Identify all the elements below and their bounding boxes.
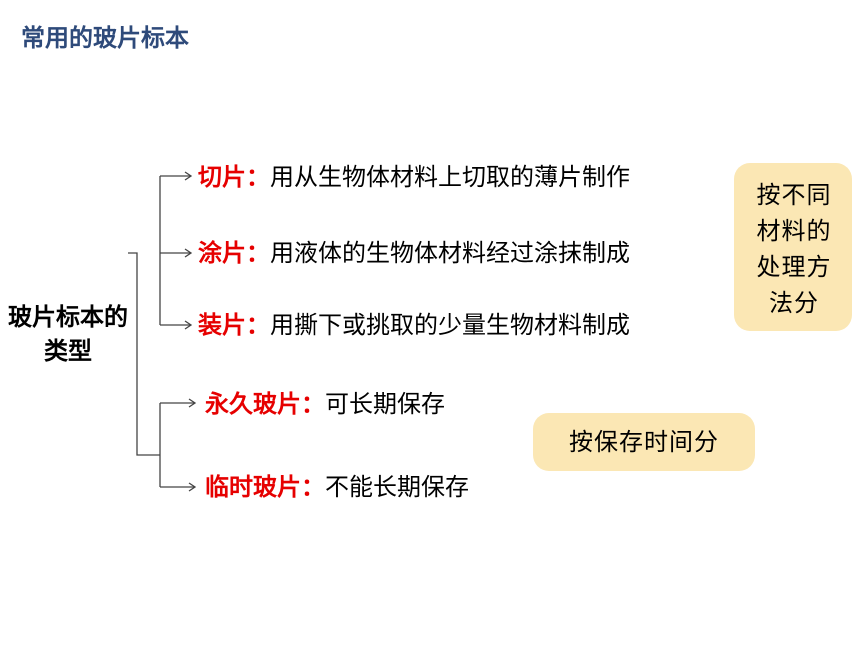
branch-slice: 切片：用从生物体材料上切取的薄片制作 — [198, 160, 630, 194]
branch-description: 用液体的生物体材料经过涂抹制成 — [270, 239, 630, 267]
branch-term: 装片 — [198, 311, 246, 339]
root-label: 玻片标本的类型 — [8, 303, 128, 365]
branch-separator: ： — [301, 473, 325, 501]
branch-description: 不能长期保存 — [325, 473, 469, 501]
page-title: 常用的玻片标本 — [21, 24, 189, 52]
branch-separator: ： — [246, 163, 270, 191]
arrow-head-icon — [188, 398, 197, 408]
branch-term: 临时玻片 — [205, 473, 301, 501]
arrow-head-icon — [184, 171, 193, 181]
branch-term: 切片 — [198, 163, 246, 191]
branch-temporary: 临时玻片：不能长期保存 — [205, 470, 469, 504]
note-by-material: 按不同材料的处理方法分 — [734, 163, 852, 331]
branch-separator: ： — [246, 239, 270, 267]
branch-term: 永久玻片 — [205, 390, 301, 418]
branch-separator: ： — [301, 390, 325, 418]
note-by-time: 按保存时间分 — [533, 413, 755, 471]
note-by-material-text: 按不同材料的处理方法分 — [756, 181, 832, 317]
root-bracket-line — [128, 252, 160, 456]
arrow-head-icon — [188, 482, 197, 492]
branch-mount: 装片：用撕下或挑取的少量生物材料制成 — [198, 308, 630, 342]
branch-term: 涂片 — [198, 239, 246, 267]
arrow-head-icon — [184, 320, 193, 330]
arrow-head-icon — [184, 248, 193, 258]
branch-description: 用撕下或挑取的少量生物材料制成 — [270, 311, 630, 339]
note-by-time-text: 按保存时间分 — [569, 428, 719, 456]
branch-permanent: 永久玻片：可长期保存 — [205, 387, 445, 421]
branch-smear: 涂片：用液体的生物体材料经过涂抹制成 — [198, 236, 630, 270]
branch-description: 可长期保存 — [325, 390, 445, 418]
branch-description: 用从生物体材料上切取的薄片制作 — [270, 163, 630, 191]
branch-separator: ： — [246, 311, 270, 339]
